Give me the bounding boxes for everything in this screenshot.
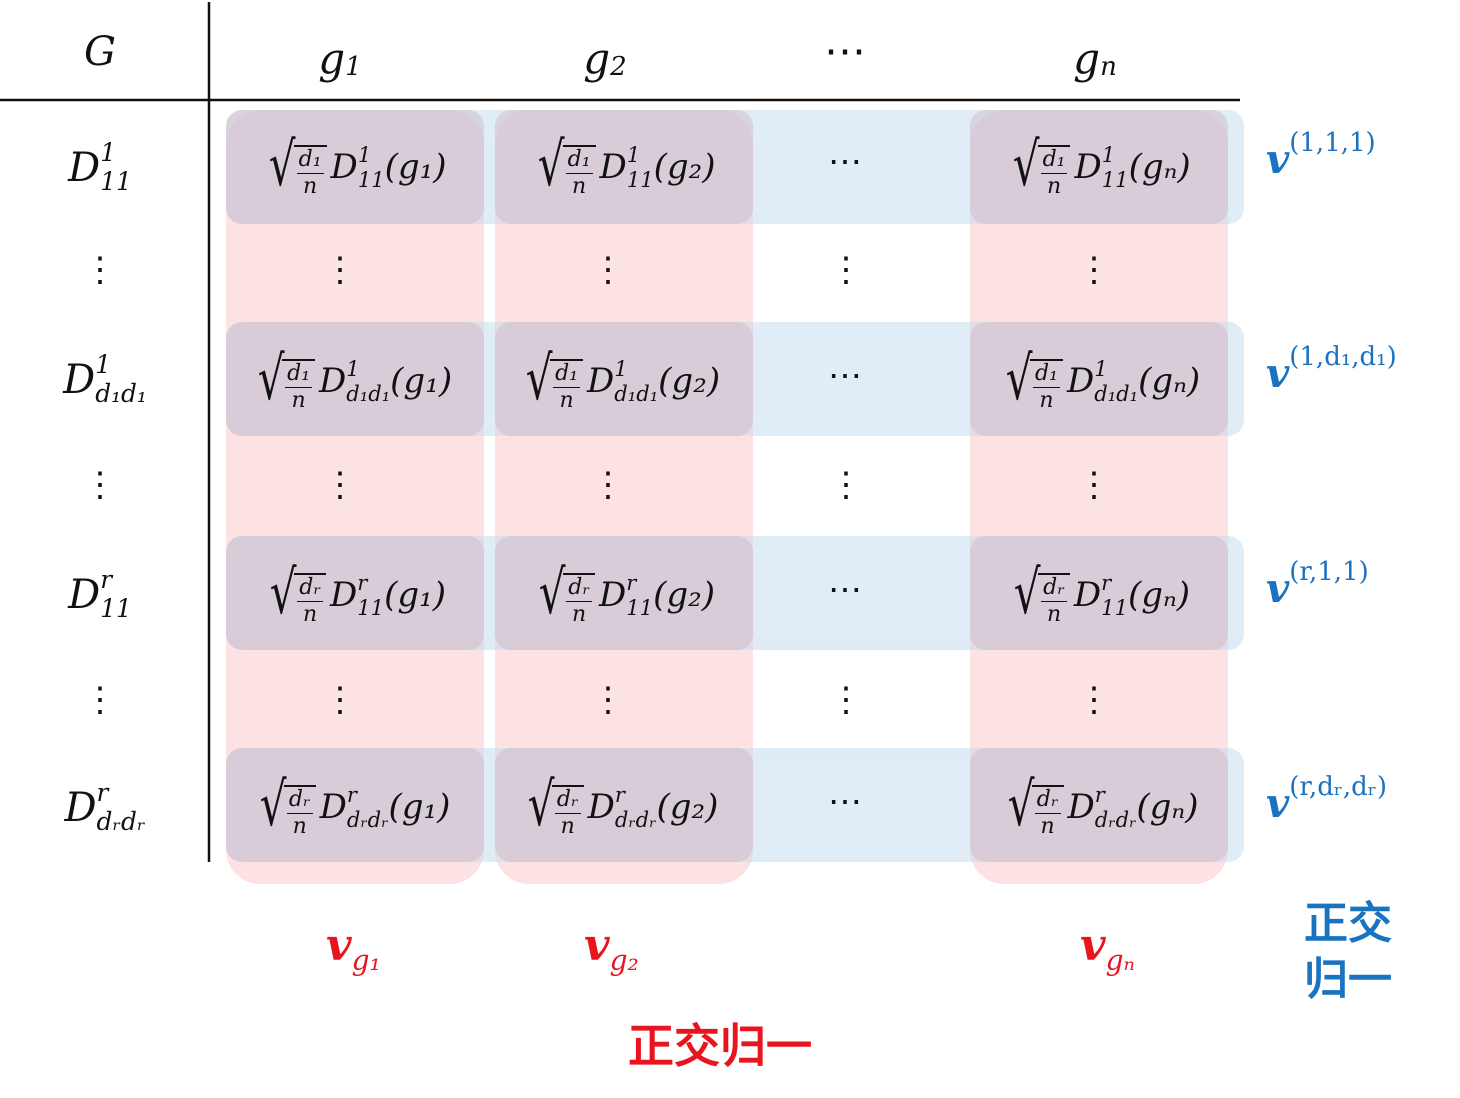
group-label: G [84, 29, 116, 75]
vdots-a-mid: ⋮ [829, 250, 863, 290]
vdots-c-mid: ⋮ [829, 680, 863, 720]
column-band-gn [970, 110, 1228, 884]
row-label-vdots-1: ⋮ [83, 250, 117, 290]
column-vector-g2: vg₂ [584, 920, 639, 977]
vdots-b-g1: ⋮ [323, 465, 357, 505]
row-vector-4: v(r,dᵣ,dᵣ) [1266, 771, 1387, 827]
vdots-a-g1: ⋮ [323, 250, 357, 290]
cell-r1-ellipsis: ⋯ [828, 142, 862, 182]
row-band-4 [226, 748, 1244, 862]
row-label-vdots-3: ⋮ [83, 680, 117, 720]
row-vector-2: v(1,d₁,d₁) [1266, 341, 1397, 397]
vdots-c-gn: ⋮ [1077, 680, 1111, 720]
row-vector-3: v(r,1,1) [1266, 556, 1369, 612]
column-header-ellipsis: ⋯ [824, 25, 866, 75]
column-band-g1 [226, 110, 484, 884]
vdots-b-mid: ⋮ [829, 465, 863, 505]
column-band-g2 [495, 110, 753, 884]
column-vector-g1: vg₁ [326, 920, 381, 977]
vdots-b-gn: ⋮ [1077, 465, 1111, 505]
cell-r4-ellipsis: ⋯ [828, 782, 862, 822]
row-label-vdots-2: ⋮ [83, 465, 117, 505]
row-vector-1: v(1,1,1) [1266, 127, 1376, 183]
vdots-c-g2: ⋮ [591, 680, 625, 720]
cell-r3-ellipsis: ⋯ [828, 570, 862, 610]
vdots-b-g2: ⋮ [591, 465, 625, 505]
row-band-1 [226, 110, 1244, 224]
vdots-c-g1: ⋮ [323, 680, 357, 720]
row-band-2 [226, 322, 1244, 436]
cell-r2-ellipsis: ⋯ [828, 356, 862, 396]
vdots-a-g2: ⋮ [591, 250, 625, 290]
row-band-3 [226, 536, 1244, 650]
column-vector-gn: vgₙ [1080, 920, 1135, 977]
column-normalization-label: 正交归一 [628, 1019, 812, 1073]
row-normalization-label: 正交 归一 [1304, 898, 1392, 1005]
vdots-a-gn: ⋮ [1077, 250, 1111, 290]
